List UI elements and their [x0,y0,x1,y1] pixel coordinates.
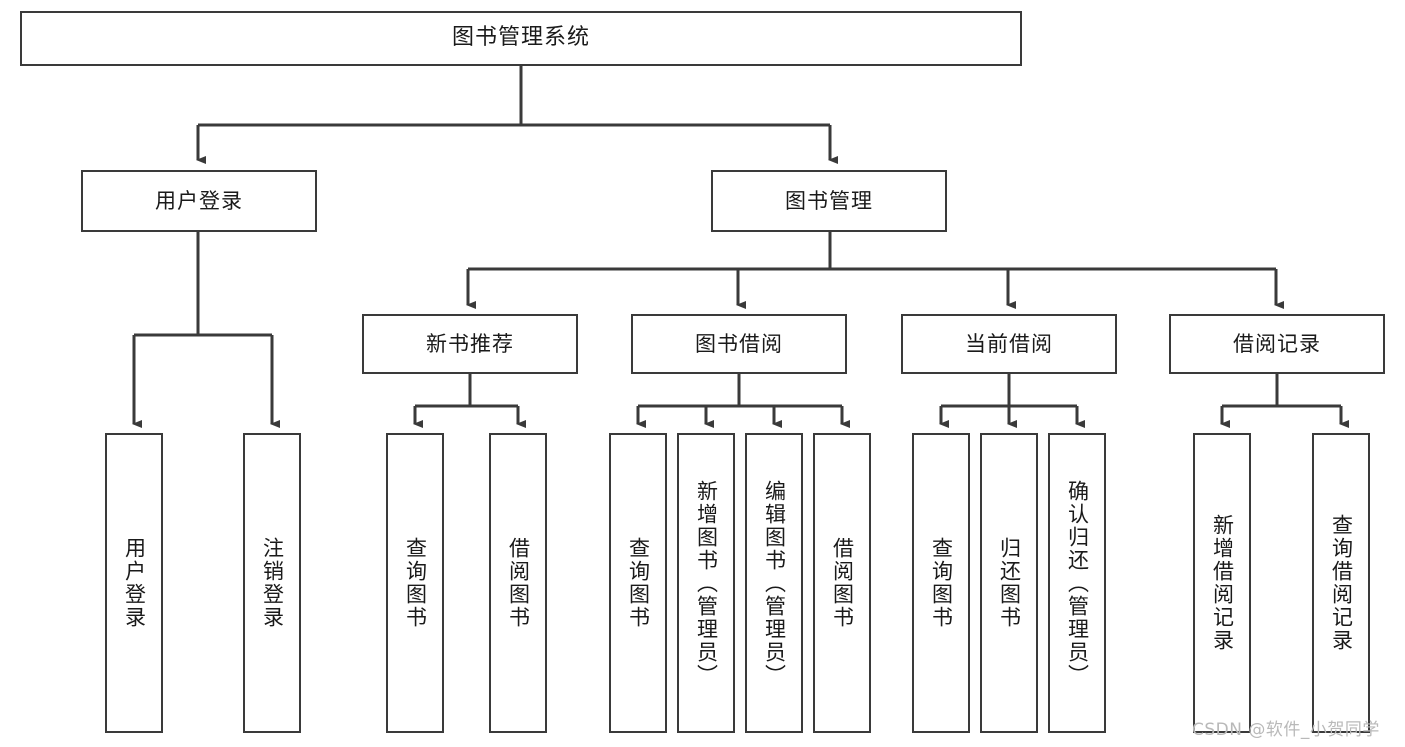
leaf-return-book[interactable]: 归还图书 [980,433,1038,733]
leaf-user-logout[interactable]: 注销登录 [243,433,301,733]
leaf-user-login[interactable]: 用户登录 [105,433,163,733]
node-current-borrow[interactable]: 当前借阅 [901,314,1117,374]
node-label: 新增借阅记录 [1210,514,1235,652]
leaf-query-book-borrow[interactable]: 查询图书 [609,433,667,733]
node-label: 用户登录 [122,537,147,629]
node-label: 借阅记录 [1233,331,1321,356]
node-label: 借阅图书 [830,537,855,629]
node-book-borrow[interactable]: 图书借阅 [631,314,847,374]
node-user-login[interactable]: 用户登录 [81,170,317,232]
node-label: 新书推荐 [426,331,514,356]
node-label: 归还图书 [997,537,1022,629]
leaf-add-borrow-record[interactable]: 新增借阅记录 [1193,433,1251,733]
node-label: 图书管理系统 [451,25,590,51]
node-label: 图书管理 [785,188,873,213]
node-label: 查询图书 [929,537,954,629]
leaf-borrow-book-recommend[interactable]: 借阅图书 [489,433,547,733]
node-label: 确认归还（管理员） [1065,479,1090,687]
node-label: 查询图书 [403,537,428,629]
node-label: 图书借阅 [695,331,783,356]
node-label: 注销登录 [260,537,285,629]
leaf-query-borrow-record[interactable]: 查询借阅记录 [1312,433,1370,733]
csdn-watermark: CSDN @软件_小贺同学 [1192,720,1380,740]
leaf-edit-book-admin[interactable]: 编辑图书（管理员） [745,433,803,733]
node-book-management[interactable]: 图书管理 [711,170,947,232]
node-label: 借阅图书 [506,537,531,629]
node-root-book-management-system[interactable]: 图书管理系统 [20,11,1022,66]
node-label: 新增图书（管理员） [694,479,719,687]
leaf-query-book-current[interactable]: 查询图书 [912,433,970,733]
leaf-borrow-book[interactable]: 借阅图书 [813,433,871,733]
leaf-query-book-recommend[interactable]: 查询图书 [386,433,444,733]
node-label: 用户登录 [155,188,243,213]
node-new-book-recommend[interactable]: 新书推荐 [362,314,578,374]
node-label: 查询图书 [626,537,651,629]
node-label: 当前借阅 [965,331,1053,356]
node-label: 查询借阅记录 [1329,514,1354,652]
leaf-add-book-admin[interactable]: 新增图书（管理员） [677,433,735,733]
leaf-confirm-return-admin[interactable]: 确认归还（管理员） [1048,433,1106,733]
node-borrow-record[interactable]: 借阅记录 [1169,314,1385,374]
node-label: 编辑图书（管理员） [762,479,787,687]
